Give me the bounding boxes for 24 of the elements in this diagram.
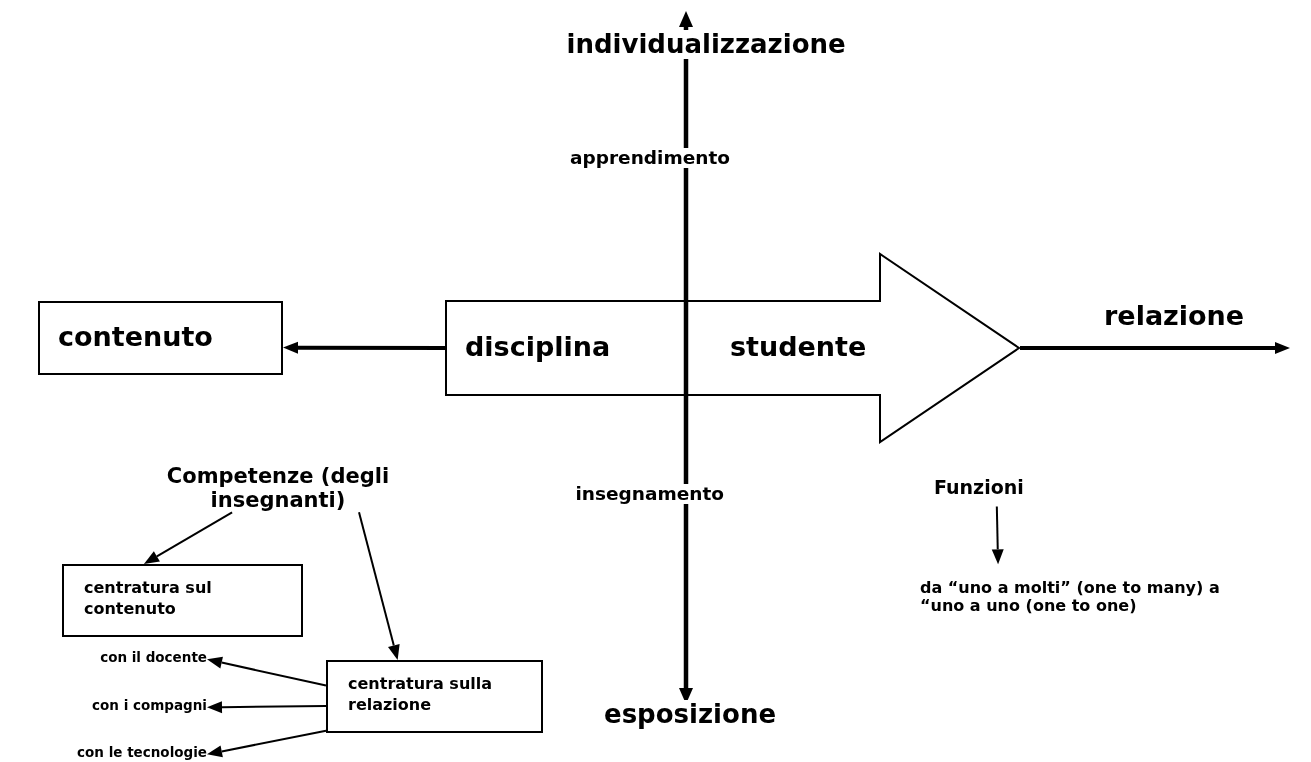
block-arrow-shape — [445, 253, 1020, 443]
arrow — [207, 701, 327, 714]
box-label: contenuto — [58, 321, 213, 352]
arrow — [143, 511, 234, 564]
text-label: da “uno a molti” (one to many) a “uno a uno (one to one) — [920, 579, 1225, 616]
text-label: con le tecnologie — [77, 745, 207, 761]
text-label: con il docente — [100, 650, 207, 666]
text-label: Funzioni — [934, 477, 1024, 499]
arrow — [207, 729, 327, 758]
box-label: studente — [730, 331, 867, 362]
axis-label: apprendimento — [568, 148, 732, 169]
text-label: Competenze (degli insegnanti) — [143, 464, 413, 513]
arrow — [991, 505, 1004, 565]
arrow — [358, 511, 400, 660]
process-box — [326, 660, 543, 733]
box-label: centratura sul contenuto — [84, 578, 213, 620]
process-box — [62, 564, 303, 637]
box-label: disciplina — [465, 331, 611, 362]
arrow — [283, 341, 445, 354]
arrow — [1020, 342, 1290, 354]
process-box — [38, 301, 283, 375]
text-label: con i compagni — [92, 698, 207, 714]
arrow — [207, 656, 327, 687]
box-label: centratura sulla relazione — [348, 674, 494, 716]
